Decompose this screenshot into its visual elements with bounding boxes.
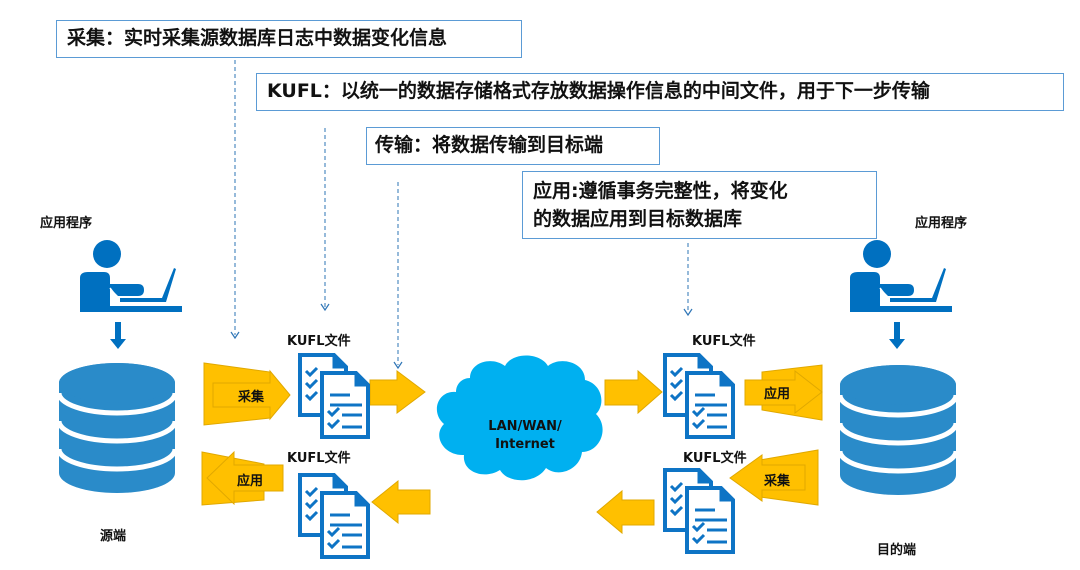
dashed-connectors <box>234 60 689 365</box>
kufl-label-source-top: KUFL文件 <box>287 334 351 349</box>
apply-arrow-source <box>201 450 284 506</box>
apply-arrow-source-label: 应用 <box>237 474 264 489</box>
callout-transfer: 传输：将数据传输到目标端 <box>366 127 660 165</box>
kufl-label-target-top: KUFL文件 <box>692 334 756 349</box>
network-label: LAN/WAN/ Internet <box>470 418 580 454</box>
connector-arrowheads <box>230 303 693 370</box>
apply-arrow-target <box>744 364 823 421</box>
kufl-label-source-bottom: KUFL文件 <box>287 451 351 466</box>
callout-kufl-text: KUFL：以统一的数据存储格式存放数据操作信息的中间文件，用于下一步传输 <box>267 80 930 102</box>
transfer-in-arrow-target <box>604 369 663 415</box>
transfer-out-arrow-source <box>369 370 426 414</box>
target-db-label: 目的端 <box>877 543 917 558</box>
network-label-line2: Internet <box>495 437 555 452</box>
database-icon-source <box>59 363 175 493</box>
callout-apply-line2: 的数据应用到目标数据库 <box>533 208 743 230</box>
kufl-file-icon-source-bottom <box>298 473 370 559</box>
network-cloud-icon <box>436 355 603 481</box>
person-laptop-icon-source <box>79 239 183 313</box>
kufl-file-icon-source-top <box>298 353 370 439</box>
network-label-line1: LAN/WAN/ <box>488 419 562 434</box>
kufl-label-target-bottom: KUFL文件 <box>683 451 747 466</box>
down-arrow-icon-source <box>110 322 126 349</box>
transfer-out-arrow-target <box>596 489 655 535</box>
capture-arrow-source <box>203 362 291 426</box>
kufl-file-icon-target-bottom <box>663 468 735 554</box>
callout-apply-line1: 应用:遵循事务完整性，将变化 <box>533 180 788 202</box>
callout-apply: 应用:遵循事务完整性，将变化 的数据应用到目标数据库 <box>522 171 877 239</box>
callout-kufl: KUFL：以统一的数据存储格式存放数据操作信息的中间文件，用于下一步传输 <box>256 73 1064 111</box>
kufl-file-icon-target-top <box>663 353 735 439</box>
capture-arrow-source-label: 采集 <box>238 390 265 405</box>
transfer-in-arrow-source <box>371 479 431 525</box>
apply-arrow-target-label: 应用 <box>764 387 791 402</box>
capture-arrow-target <box>729 449 819 506</box>
capture-arrow-target-label: 采集 <box>764 474 791 489</box>
down-arrow-icon-target <box>889 322 905 349</box>
source-db-label: 源端 <box>100 529 127 544</box>
callout-transfer-text: 传输：将数据传输到目标端 <box>375 134 604 156</box>
target-app-label: 应用程序 <box>915 216 968 231</box>
callout-capture: 采集：实时采集源数据库日志中数据变化信息 <box>56 20 522 58</box>
database-icon-target <box>840 365 956 495</box>
callout-capture-text: 采集：实时采集源数据库日志中数据变化信息 <box>67 27 448 49</box>
source-app-label: 应用程序 <box>40 216 93 231</box>
person-laptop-icon-target <box>849 239 953 313</box>
